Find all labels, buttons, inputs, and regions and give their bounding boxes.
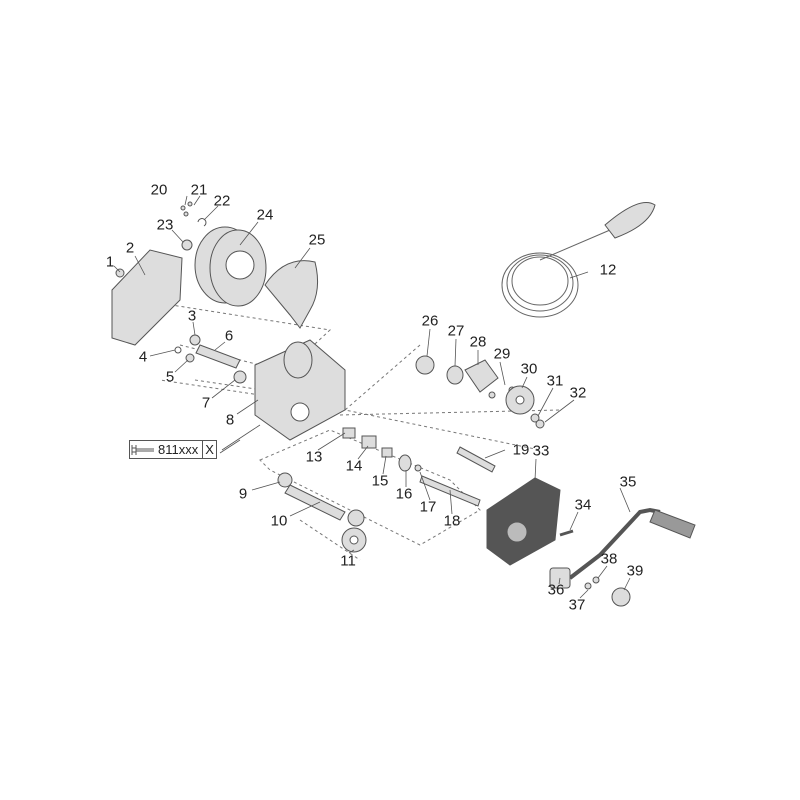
- part-number: 15: [371, 472, 389, 490]
- part-number: 33: [532, 442, 550, 460]
- part-number: 2: [125, 239, 135, 257]
- bolt-icon: [131, 444, 154, 455]
- part-number: 23: [156, 216, 174, 234]
- part-number: 14: [345, 457, 363, 475]
- leader-lines: [113, 195, 631, 599]
- housing-part: [486, 477, 561, 566]
- part-number: 34: [574, 496, 592, 514]
- part-number: 24: [256, 206, 274, 224]
- part-number: 37: [568, 596, 586, 614]
- part-number: 5: [165, 368, 175, 386]
- reference-code: 811xxx: [158, 442, 199, 457]
- part-number: 21: [190, 181, 208, 199]
- part-number: 25: [308, 231, 326, 249]
- pinion-shaft-part: [284, 484, 346, 521]
- part-number: 13: [305, 448, 323, 466]
- part-number: 12: [599, 261, 617, 279]
- part-number: 28: [469, 333, 487, 351]
- crank-handle-part: [649, 509, 696, 539]
- part-number: 38: [600, 550, 618, 568]
- part-number: 1: [105, 253, 115, 271]
- screw-part: [115, 268, 125, 278]
- part-number: 32: [569, 384, 587, 402]
- part-number: 31: [546, 372, 564, 390]
- part-number: 8: [225, 411, 235, 429]
- part-number: 30: [520, 360, 538, 378]
- part-number: 39: [626, 562, 644, 580]
- part-number: 16: [395, 485, 413, 503]
- knob-part: [611, 587, 631, 607]
- reference-box: 811xxx X: [129, 440, 217, 459]
- part-number: 26: [421, 312, 439, 330]
- part-number: 17: [419, 498, 437, 516]
- part-number: 3: [187, 307, 197, 325]
- part-number: 6: [224, 327, 234, 345]
- part-number: 20: [150, 181, 168, 199]
- part-number: 36: [547, 581, 565, 599]
- reference-suffix: X: [202, 441, 216, 458]
- part-number: 9: [238, 485, 248, 503]
- hook-part: [604, 202, 656, 239]
- part-number: 29: [493, 345, 511, 363]
- part-number: 19: [512, 441, 530, 459]
- part-number: 22: [213, 192, 231, 210]
- part-number: 10: [270, 512, 288, 530]
- part-number: 27: [447, 322, 465, 340]
- part-number: 4: [138, 348, 148, 366]
- part-number: 11: [340, 552, 356, 570]
- part-number: 18: [443, 512, 461, 530]
- shaft-part: [195, 344, 241, 369]
- part-number: 7: [201, 394, 211, 412]
- cover-plate-part: [264, 260, 319, 329]
- frame-part: [254, 339, 346, 441]
- side-cover-part: [111, 249, 183, 346]
- part-number: 35: [619, 473, 637, 491]
